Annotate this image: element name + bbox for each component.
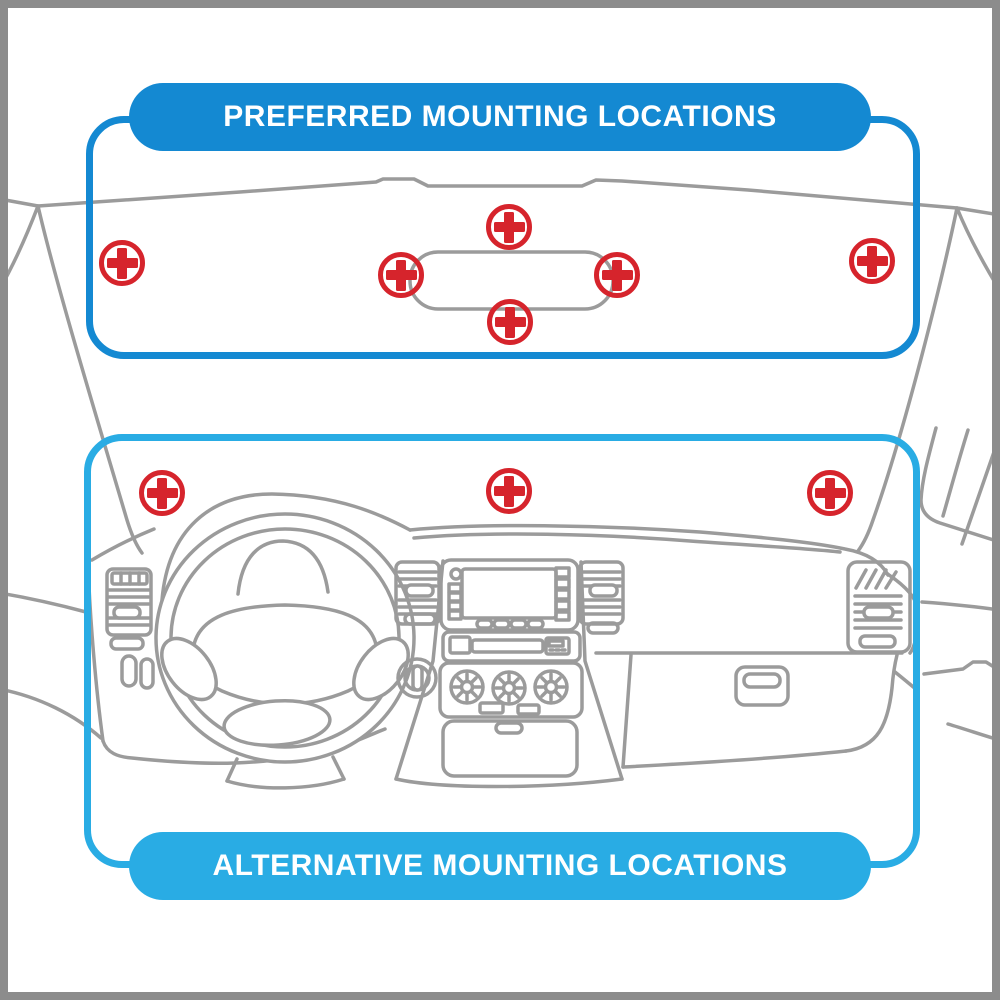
mounting-point-marker-preferred <box>594 252 640 298</box>
ignition-knob <box>396 657 438 699</box>
navigation-unit <box>439 558 580 632</box>
driver-side-vent <box>105 567 153 651</box>
windshield-roofline <box>0 177 1000 217</box>
glovebox-handle <box>734 665 790 707</box>
steering-wheel <box>154 512 416 790</box>
mounting-point-marker-alternative <box>139 470 185 516</box>
console-vent-left <box>394 560 441 626</box>
climate-knob <box>491 670 527 706</box>
steering-spoke-left <box>160 636 218 702</box>
console-vent-right <box>578 560 625 635</box>
climate-controls <box>438 661 584 719</box>
mounting-point-marker-preferred <box>487 299 533 345</box>
alternative-banner-label: ALTERNATIVE MOUNTING LOCATIONS <box>212 849 788 882</box>
steering-column <box>225 755 346 790</box>
mounting-point-marker-alternative <box>486 468 532 514</box>
instrument-cluster <box>236 539 330 596</box>
mounting-point-marker-preferred <box>378 252 424 298</box>
climate-knob <box>533 669 569 705</box>
console-storage-bin <box>441 719 579 778</box>
steering-spoke-bottom <box>222 698 332 748</box>
passenger-side-vent <box>846 560 912 654</box>
dashboard-top-cowl <box>90 492 890 602</box>
radio-unit <box>441 630 582 663</box>
preferred-banner: PREFERRED MOUNTING LOCATIONS <box>129 83 871 151</box>
mounting-point-marker-preferred <box>99 240 145 286</box>
mounting-point-marker-alternative <box>807 470 853 516</box>
dash-switches <box>120 654 155 690</box>
climate-knob <box>449 669 485 705</box>
alternative-banner: ALTERNATIVE MOUNTING LOCATIONS <box>129 832 871 900</box>
preferred-banner-label: PREFERRED MOUNTING LOCATIONS <box>223 100 777 133</box>
mounting-point-marker-preferred <box>486 204 532 250</box>
mounting-point-marker-preferred <box>849 238 895 284</box>
